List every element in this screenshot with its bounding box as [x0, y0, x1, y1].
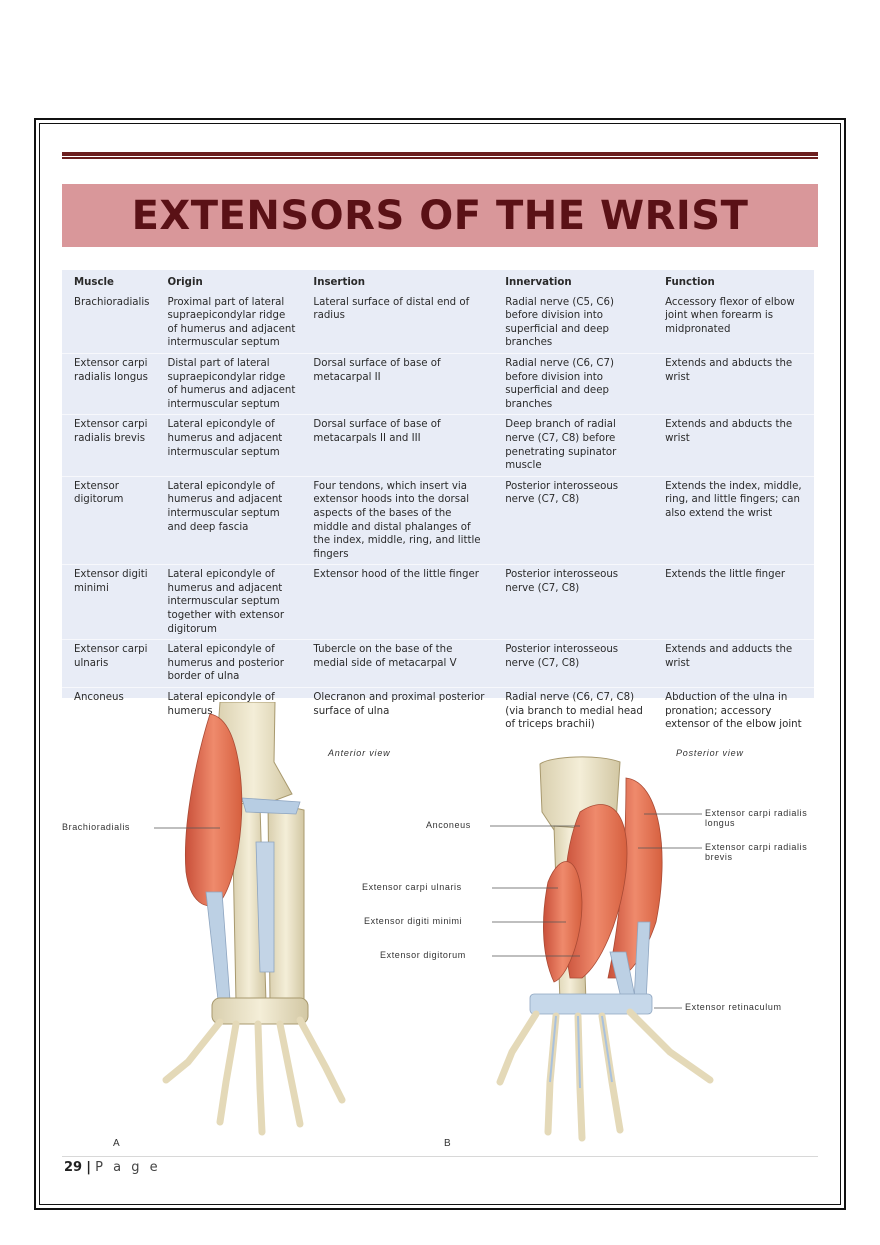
label-extensor-retinaculum: Extensor retinaculum: [685, 1002, 782, 1012]
page-number: 29: [64, 1160, 83, 1175]
table-row: Brachioradialis Proximal part of lateral…: [62, 293, 814, 354]
table-header-row: Muscle Origin Insertion Innervation Func…: [62, 270, 814, 293]
table-row: Extensor carpi ulnaris Lateral epicondyl…: [62, 639, 814, 688]
table-row: Extensor digiti minimi Lateral epicondyl…: [62, 564, 814, 640]
cell-insertion: Four tendons, which insert via extensor …: [301, 475, 494, 565]
label-extensor-carpi-ulnaris: Extensor carpi ulnaris: [362, 882, 462, 892]
cell-insertion: Olecranon and proximal posterior surface…: [301, 687, 494, 735]
cell-function: Extends the index, middle, ring, and lit…: [653, 475, 814, 565]
cell-innervation: Radial nerve (C5, C6) before division in…: [505, 296, 614, 349]
cell-insertion: Extensor hood of the little finger: [301, 564, 494, 640]
leader-lines: [154, 813, 702, 1009]
label-extensor-digitorum: Extensor digitorum: [380, 950, 466, 960]
cell-insertion: Dorsal surface of base of metacarpal II: [301, 352, 494, 415]
panel-letter-a: A: [113, 1138, 120, 1149]
cell-function: Extends the little finger: [653, 564, 814, 640]
cell-insertion: Dorsal surface of base of metacarpals II…: [301, 414, 494, 477]
col-header-innervation: Innervation: [505, 277, 572, 288]
table-row: Extensor carpi radialis longus Distal pa…: [62, 352, 814, 415]
page-border-outer: [34, 118, 846, 1210]
table-row: Anconeus Lateral epicondyle of humerus O…: [62, 687, 814, 735]
page-word: P a g e: [95, 1160, 161, 1175]
label-extensor-carpi-radialis-longus: Extensor carpi radialis longus: [705, 808, 808, 828]
anatomy-figure: Anterior view Posterior view Brachioradi…: [60, 701, 820, 1154]
cell-insertion: Lateral surface of distal end of radius: [313, 296, 470, 322]
page-title: EXTENSORS OF THE WRIST: [131, 192, 749, 239]
cell-innervation: Deep branch of radial nerve (C7, C8) bef…: [493, 414, 654, 477]
cell-muscle: Extensor digiti minimi: [62, 564, 156, 640]
cell-innervation: Posterior interosseous nerve (C7, C8): [493, 564, 654, 640]
cell-insertion: Tubercle on the base of the medial side …: [301, 639, 494, 688]
anterior-forearm: [162, 701, 346, 1136]
cell-origin: Proximal part of lateral supraepicondyla…: [167, 296, 296, 349]
posterior-forearm: [496, 756, 714, 1142]
cell-function: Accessory flexor of elbow joint when for…: [665, 296, 795, 335]
col-header-origin: Origin: [167, 277, 203, 288]
label-anconeus: Anconeus: [426, 820, 471, 830]
posterior-view-label: Posterior view: [676, 748, 744, 758]
cell-innervation: Radial nerve (C6, C7, C8) (via branch to…: [493, 687, 654, 735]
footer-rule: [62, 1156, 818, 1157]
cell-muscle: Extensor carpi ulnaris: [62, 639, 156, 688]
cell-muscle: Extensor carpi radialis brevis: [62, 414, 156, 477]
cell-origin: Lateral epicondyle of humerus and adjace…: [155, 475, 302, 565]
col-header-muscle: Muscle: [74, 277, 114, 288]
cell-innervation: Posterior interosseous nerve (C7, C8): [493, 639, 654, 688]
table-row: Extensor digitorum Lateral epicondyle of…: [62, 475, 814, 565]
cell-muscle: Anconeus: [62, 687, 156, 735]
cell-function: Extends and abducts the wrist: [653, 352, 814, 415]
cell-function: Extends and adducts the wrist: [653, 639, 814, 688]
title-band: EXTENSORS OF THE WRIST: [62, 184, 818, 247]
page-separator: |: [86, 1160, 91, 1175]
cell-muscle: Extensor digitorum: [62, 475, 156, 565]
cell-muscle: Extensor carpi radialis longus: [62, 352, 156, 415]
cell-innervation: Radial nerve (C6, C7) before division in…: [493, 352, 654, 415]
cell-origin: Lateral epicondyle of humerus and poster…: [155, 639, 302, 688]
table-row: Extensor carpi radialis brevis Lateral e…: [62, 414, 814, 477]
header-rule: [62, 152, 818, 159]
label-brachioradialis: Brachioradialis: [62, 822, 131, 832]
label-extensor-digiti-minimi: Extensor digiti minimi: [364, 916, 463, 926]
cell-innervation: Posterior interosseous nerve (C7, C8): [493, 475, 654, 565]
panel-letter-b: B: [444, 1138, 451, 1149]
anterior-view-label: Anterior view: [328, 748, 391, 758]
cell-function: Abduction of the ulna in pronation; acce…: [653, 687, 814, 735]
col-header-function: Function: [665, 277, 715, 288]
cell-muscle: Brachioradialis: [74, 296, 150, 308]
page-border-inner: [39, 123, 841, 1205]
muscle-table: Muscle Origin Insertion Innervation Func…: [62, 270, 814, 735]
cell-origin: Lateral epicondyle of humerus and adjace…: [155, 564, 302, 640]
cell-origin: Distal part of lateral supraepicondylar …: [155, 352, 302, 415]
cell-origin: Lateral epicondyle of humerus and adjace…: [155, 414, 302, 477]
label-extensor-carpi-radialis-brevis: Extensor carpi radialis brevis: [705, 842, 808, 862]
forearm-illustration: [154, 701, 714, 1142]
page-footer: 29 | P a g e: [64, 1160, 161, 1175]
col-header-insertion: Insertion: [313, 277, 366, 288]
cell-function: Extends and abducts the wrist: [653, 414, 814, 477]
